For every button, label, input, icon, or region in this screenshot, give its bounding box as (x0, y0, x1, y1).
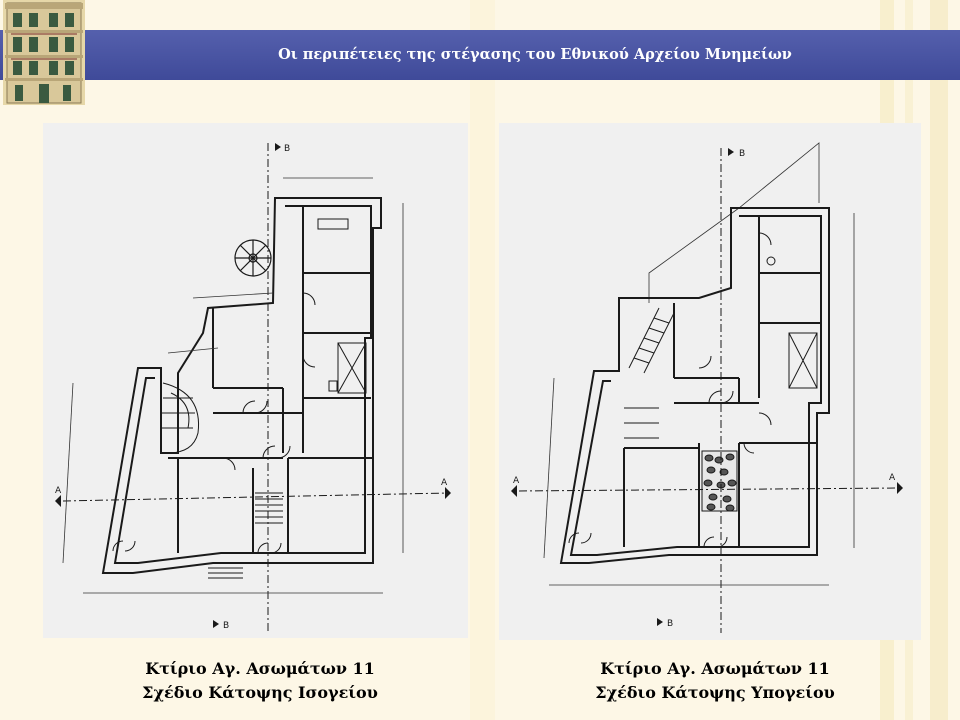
page-title: Οι περιπέτειες της στέγασης του Εθνικού … (278, 46, 792, 63)
caption-line1: Κτίριο Αγ. Ασωμάτων 11 (600, 659, 830, 678)
svg-text:B: B (667, 619, 673, 629)
caption-line2: Σχέδιο Κάτοψης Υπογείου (595, 683, 835, 702)
building-facade-icon (3, 0, 85, 105)
ground-floor-caption: Κτίριο Αγ. Ασωμάτων 11 Σχέδιο Κάτοψης Ισ… (70, 657, 450, 705)
ground-floor-plan: A A B B (43, 123, 468, 638)
svg-text:B: B (223, 621, 229, 631)
caption-line2: Σχέδιο Κάτοψης Ισογείου (142, 683, 378, 702)
svg-text:A: A (889, 473, 896, 483)
svg-text:A: A (55, 486, 62, 496)
basement-floor-plan: A A B B (499, 123, 921, 640)
title-bar: Οι περιπέτειες της στέγασης του Εθνικού … (0, 30, 960, 80)
basement-caption: Κτίριο Αγ. Ασωμάτων 11 Σχέδιο Κάτοψης Υπ… (525, 657, 905, 705)
svg-text:A: A (441, 478, 448, 488)
svg-text:B: B (739, 149, 745, 159)
svg-text:A: A (513, 476, 520, 486)
caption-line1: Κτίριο Αγ. Ασωμάτων 11 (145, 659, 375, 678)
svg-text:B: B (284, 144, 290, 154)
